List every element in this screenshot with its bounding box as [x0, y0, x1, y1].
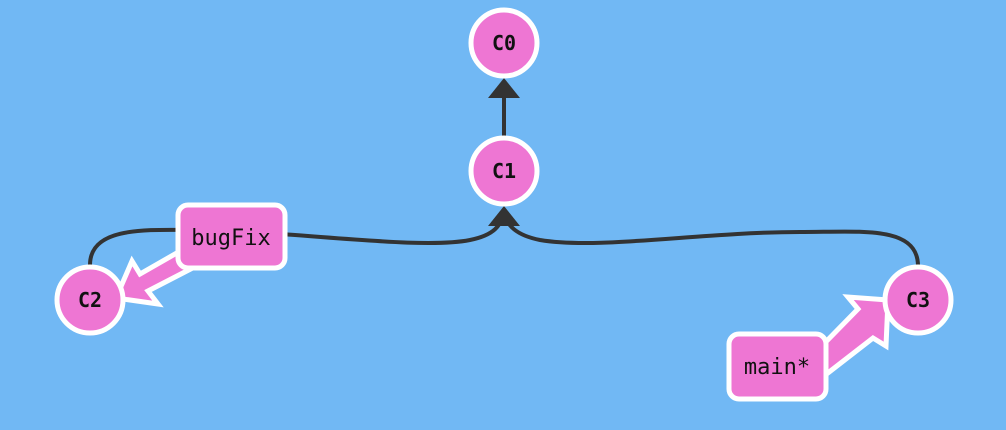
branch-label-bugFix[interactable] [175, 202, 288, 271]
commit-label: C1 [492, 159, 516, 183]
branch-name: bugFix [191, 226, 270, 251]
commit-label: C0 [492, 31, 516, 55]
edge-c3-c1 [502, 214, 920, 267]
commit-label: C2 [78, 288, 102, 312]
commit-c2[interactable] [54, 264, 126, 336]
commit-c0[interactable] [468, 7, 540, 79]
arrowhead-c1 [488, 206, 520, 226]
branch-arrow-main [808, 294, 891, 380]
arrowhead-c0 [488, 78, 520, 98]
commit-c3[interactable] [882, 264, 954, 336]
commit-label: C3 [906, 288, 930, 312]
branch-name: main* [744, 355, 810, 380]
commit-c1[interactable] [468, 135, 540, 207]
branch-label-main[interactable] [726, 331, 829, 402]
edge-c2-c1 [88, 214, 506, 266]
